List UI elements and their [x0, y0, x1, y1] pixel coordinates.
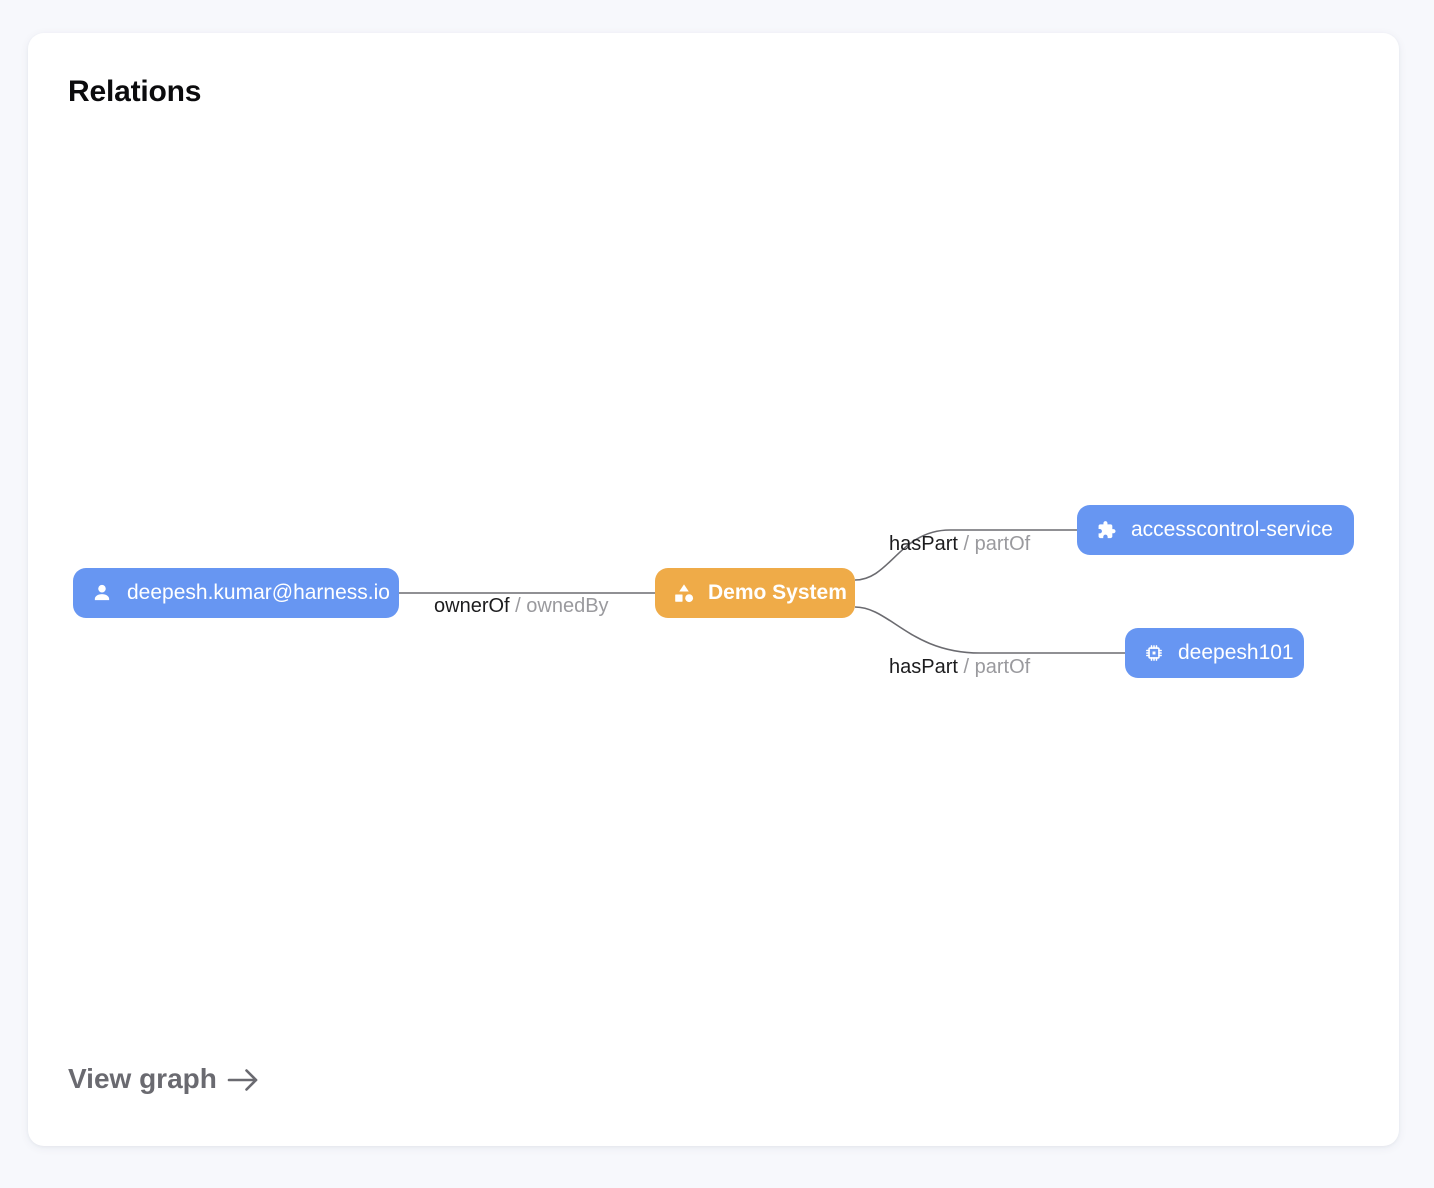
edge-relation-reverse: partOf	[974, 533, 1031, 555]
edge-relation-forward: ownerOf	[434, 595, 510, 617]
edge-relation-separator: /	[515, 595, 521, 617]
edge-relation-reverse: partOf	[974, 656, 1031, 678]
memory-chip-icon	[1143, 642, 1165, 664]
edge-relation-separator: /	[963, 533, 970, 555]
graph-node-user[interactable]: deepesh.kumar@harness.io	[73, 568, 399, 618]
graph-node-label: deepesh101	[1178, 641, 1294, 664]
graph-node-component[interactable]: accesscontrol-service	[1077, 505, 1354, 555]
graph-node-resource[interactable]: deepesh101	[1125, 628, 1304, 678]
category-icon	[673, 582, 695, 604]
puzzle-piece-icon	[1095, 519, 1117, 541]
edge-relation-forward: hasPart	[889, 533, 958, 555]
relations-graph[interactable]: deepesh.kumar@harness.io Demo System acc…	[28, 33, 1399, 1146]
graph-node-label: accesscontrol-service	[1131, 518, 1333, 541]
edge-label-has-part-resource: hasPart / partOf	[889, 656, 1030, 679]
page-title: Relations	[68, 75, 202, 108]
graph-node-system[interactable]: Demo System	[655, 568, 855, 618]
graph-edges	[399, 529, 1125, 654]
view-graph-label: View graph	[68, 1063, 217, 1094]
edge-relation-separator: /	[963, 656, 970, 678]
edge-relation-forward: hasPart	[889, 656, 958, 678]
arrow-right-icon	[227, 1067, 259, 1093]
edge-label-owner: ownerOf / ownedBy	[434, 595, 609, 618]
edge-part-2-path	[854, 606, 1125, 654]
graph-node-label: deepesh.kumar@harness.io	[127, 581, 390, 604]
edge-part-1-path	[854, 529, 1077, 581]
person-icon	[91, 582, 113, 604]
relations-card: Relations deepesh.kumar@harness.io	[28, 33, 1399, 1146]
view-graph-link[interactable]: View graph	[68, 1063, 259, 1095]
graph-node-label: Demo System	[708, 581, 847, 604]
edge-label-has-part-component: hasPart / partOf	[889, 533, 1030, 556]
edge-relation-reverse: ownedBy	[526, 595, 609, 617]
